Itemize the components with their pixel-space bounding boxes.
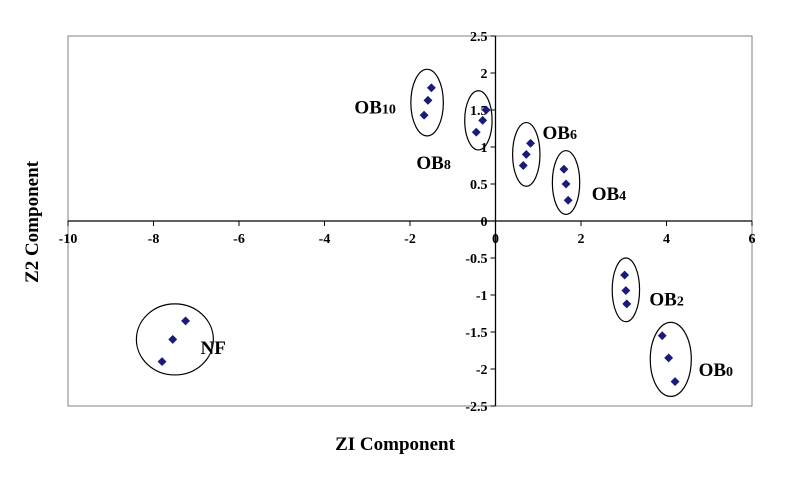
data-point [471,127,481,137]
x-tick-label: -10 [59,232,78,247]
x-axis-title: ZI Component [335,434,455,455]
y-tick-label: 0 [481,215,488,230]
y-tick-label: 2.5 [470,30,488,45]
x-tick-label: 0 [492,232,499,247]
y-tick-label: -1 [476,289,488,304]
data-point [521,149,531,159]
y-tick-label: 2 [481,67,488,82]
data-point [526,138,536,148]
data-point [426,83,436,93]
x-tick-label: 2 [578,232,585,247]
cluster-ellipse [464,90,493,151]
y-tick-label: -2.5 [465,400,487,415]
cluster-label-subscript: 6 [570,128,577,143]
cluster-label: OB2 [649,290,683,311]
data-point [419,110,429,120]
y-axis-title: Z2 Component [22,160,43,283]
cluster-ellipse [135,303,214,376]
cluster-label: OB0 [699,360,733,381]
data-point [563,195,573,205]
y-tick-label: 0.5 [470,178,488,193]
cluster-label-base: OB [543,123,571,144]
cluster-label-base: OB [416,153,444,174]
data-point [620,270,630,280]
cluster-label-subscript: 0 [726,365,733,380]
data-point [657,331,667,341]
data-point [664,353,674,363]
cluster-label-base: OB [699,360,727,381]
data-point [157,357,167,367]
y-tick-label: -2 [476,363,488,378]
cluster-ellipse [611,257,641,323]
cluster-label-subscript: 8 [444,158,451,173]
x-tick-label: 6 [749,232,756,247]
x-tick-label: -2 [404,232,416,247]
cluster-label: NF [201,338,226,359]
cluster-ellipse [410,68,444,137]
data-point [518,160,528,171]
data-point [478,115,488,125]
cluster-label-subscript: 2 [677,295,684,310]
y-tick-label: 1 [481,141,488,156]
data-point [621,286,631,296]
cluster-label-base: OB [354,97,382,118]
y-tick-label: -0.5 [465,252,487,267]
data-point [481,105,491,115]
cluster-ellipse [551,150,581,215]
data-point [622,299,632,309]
cluster-label-base: NF [201,338,226,359]
x-tick-label: -8 [148,232,160,247]
cluster-label: OB10 [354,97,395,118]
data-point [561,179,571,189]
cluster-label: OB6 [543,123,577,144]
cluster-label: OB8 [416,153,450,174]
data-point [559,164,569,174]
data-point [670,377,680,387]
cluster-label-subscript: 10 [382,102,396,117]
cluster-ellipse [512,121,541,187]
cluster-label-base: OB [649,290,677,311]
x-tick-label: -6 [233,232,245,247]
cluster-ellipse [649,321,692,397]
data-point [423,95,433,105]
y-tick-label: 1.5 [470,104,488,119]
y-tick-label: -1.5 [465,326,487,341]
cluster-label-subscript: 4 [619,189,626,204]
data-point [168,334,178,344]
x-tick-label: -4 [319,232,331,247]
cluster-label-base: OB [592,184,620,205]
cluster-label: OB4 [592,184,626,205]
data-point [181,316,191,326]
x-tick-label: 4 [663,232,670,247]
